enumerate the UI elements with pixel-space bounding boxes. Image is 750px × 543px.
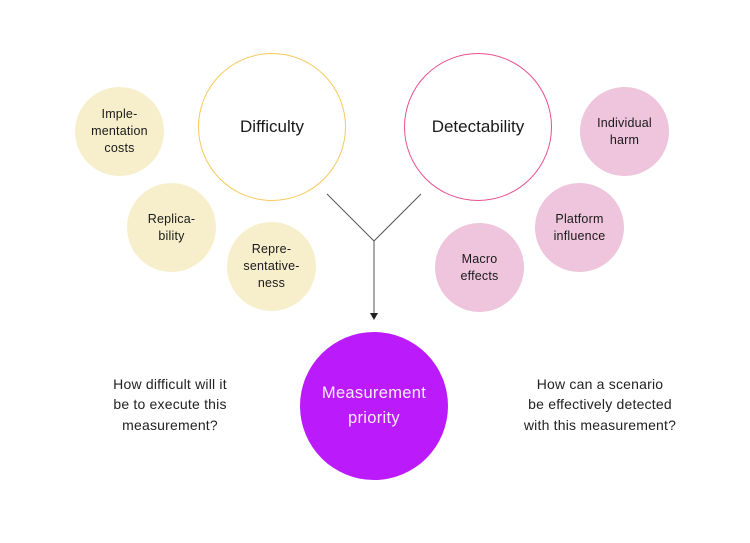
question-line: How can a scenario — [536, 376, 664, 392]
connector-right-branch — [373, 193, 422, 242]
question-line: be to execute this — [113, 396, 227, 413]
factor-label-line: Repre- — [251, 242, 292, 257]
difficulty-circle: Difficulty — [198, 53, 346, 201]
factor-label-line: Imple- — [101, 107, 138, 122]
difficulty-question: How difficult will it be to execute this… — [70, 374, 270, 435]
arrowhead-icon — [370, 313, 378, 320]
factor-label-line: Replica- — [147, 211, 196, 226]
detectability-question: How can a scenario be effectively detect… — [500, 374, 700, 435]
connector-left-branch — [326, 193, 375, 242]
factor-label-line: Individual — [597, 115, 652, 130]
factor-label-line: Macro — [461, 251, 498, 266]
priority-label-line: priority — [348, 409, 400, 427]
factor-platform-influence: Platform influence — [535, 183, 624, 272]
factor-label-line: influence — [553, 228, 606, 243]
question-line: be effectively detected — [528, 396, 672, 413]
factor-replicability: Replica- bility — [127, 183, 216, 272]
factor-label-line: costs — [104, 140, 135, 155]
factor-label-line: bility — [158, 228, 185, 243]
priority-label-line: Measurement — [321, 384, 427, 403]
question-line: How difficult will it — [113, 376, 227, 392]
factor-label-line: Platform — [555, 211, 604, 226]
detectability-circle: Detectability — [404, 53, 552, 201]
factor-label-line: mentation — [91, 124, 148, 139]
question-line: with this measurement? — [523, 416, 677, 433]
factor-label-line: effects — [460, 268, 499, 283]
detectability-title: Detectability — [431, 116, 525, 136]
question-line: measurement? — [122, 416, 218, 433]
measurement-priority-circle: Measurement priority — [300, 332, 448, 480]
factor-label-line: harm — [609, 132, 640, 147]
factor-label-line: ness — [257, 275, 286, 290]
factor-individual-harm: Individual harm — [580, 87, 669, 176]
factor-macro-effects: Macro effects — [435, 223, 524, 312]
factor-representativeness: Repre- sentative- ness — [227, 222, 316, 311]
factor-label-line: sentative- — [243, 259, 300, 274]
factor-implementation-costs: Imple- mentation costs — [75, 87, 164, 176]
difficulty-title: Difficulty — [240, 116, 304, 136]
